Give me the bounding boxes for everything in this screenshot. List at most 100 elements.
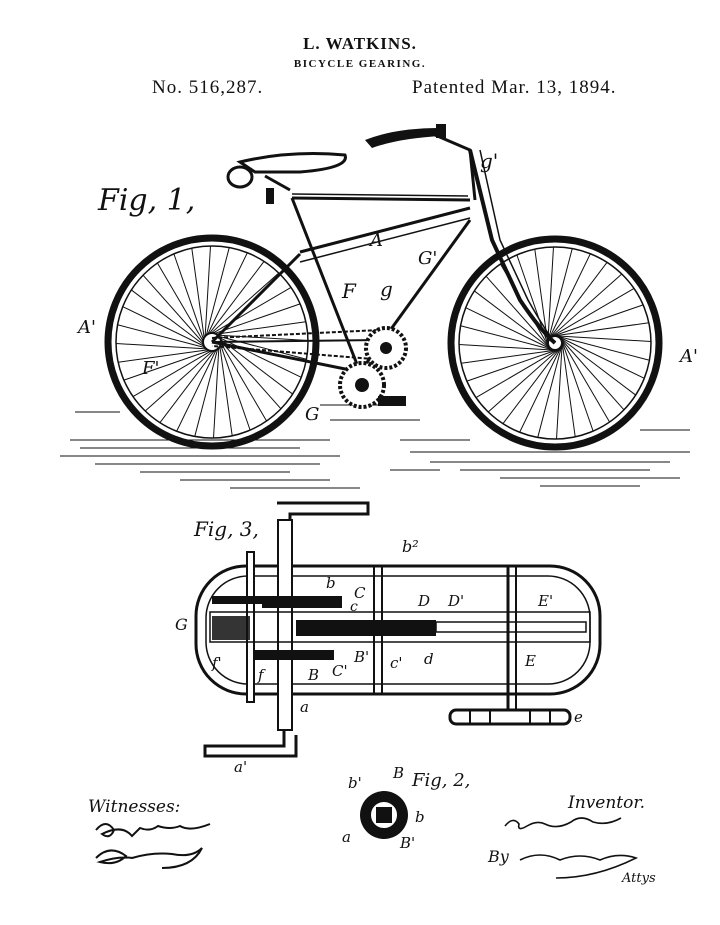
- signatures: Witnesses: Inventor. By Attys: [88, 793, 656, 886]
- label-F: F: [341, 279, 357, 303]
- spoke: [214, 334, 282, 410]
- spoke: [461, 349, 560, 364]
- label-E-prime: E': [537, 592, 553, 610]
- figure-2-section: Fig, 2, b' B b a B': [342, 764, 470, 852]
- saddle: [226, 152, 347, 204]
- spoke: [118, 348, 217, 363]
- spoke: [474, 290, 554, 352]
- drive-gears: [211, 326, 408, 409]
- patent-date: Patented Mar. 13, 1894.: [412, 77, 617, 98]
- label-A-prime-left: A': [76, 317, 96, 338]
- label-B-prime-fig2: B': [399, 834, 415, 852]
- spoke: [550, 322, 649, 337]
- figure-3-gear-case: Fig, 3, b² b C: [175, 501, 602, 776]
- spoke: [519, 342, 564, 433]
- label-g-prime: g': [480, 149, 498, 173]
- patent-title: BICYCLE GEARING.: [293, 58, 427, 70]
- spoke: [556, 339, 563, 440]
- spoke: [210, 333, 307, 360]
- attys-label: Attys: [621, 871, 656, 886]
- figure-2-label: Fig, 2,: [411, 770, 470, 791]
- label-c: c: [350, 599, 358, 615]
- spoke: [123, 347, 218, 381]
- spoke: [487, 345, 563, 413]
- label-e: e: [574, 708, 583, 726]
- spoke: [546, 248, 573, 345]
- figure-3-label: Fig, 3,: [193, 517, 259, 541]
- label-f: f: [257, 666, 266, 684]
- spoke: [458, 344, 559, 351]
- spoke: [122, 306, 213, 351]
- label-G: G: [305, 404, 319, 425]
- figure-1-bicycle: Fig, 1, A A' A' F F' G G' g g': [60, 124, 698, 489]
- spoke: [460, 325, 557, 352]
- spoke: [203, 252, 248, 343]
- by-label: By: [487, 847, 510, 866]
- label-G-prime: G': [418, 248, 437, 269]
- spoke: [216, 335, 268, 422]
- spoke: [547, 273, 623, 341]
- spoke: [173, 253, 207, 348]
- bicycle-frame: [210, 133, 557, 374]
- label-C-prime: C': [332, 662, 348, 680]
- label-G-fig3: G: [175, 615, 188, 634]
- spoke: [208, 334, 309, 341]
- spoke: [115, 343, 216, 350]
- label-g: g: [380, 277, 393, 301]
- spoke: [556, 334, 636, 396]
- spoke: [546, 253, 591, 344]
- pedal: [448, 708, 572, 726]
- attorney-signature: [519, 854, 639, 879]
- spoke: [204, 245, 211, 346]
- spoke: [549, 304, 644, 338]
- spoke: [551, 335, 652, 342]
- spoke: [191, 248, 206, 347]
- label-b-prime-fig2: b': [348, 774, 362, 792]
- figure-1-label: Fig, 1,: [97, 183, 195, 218]
- label-F-prime: F': [141, 358, 159, 379]
- spoke: [156, 262, 208, 349]
- label-B-prime-fig3: B': [353, 648, 369, 666]
- spoke: [560, 337, 594, 432]
- spoke: [548, 287, 635, 339]
- spoke: [218, 337, 233, 436]
- front-wheel: [447, 235, 663, 451]
- witnesses-label: Witnesses:: [88, 797, 180, 817]
- label-b-fig2: b: [415, 808, 425, 826]
- spoke: [205, 286, 292, 338]
- spoke: [554, 334, 645, 379]
- spoke: [159, 343, 221, 423]
- label-f-prime: f': [211, 654, 222, 672]
- label-E: E: [524, 652, 536, 670]
- spoke: [465, 307, 556, 352]
- patent-number: No. 516,287.: [152, 77, 264, 98]
- ground-shading: [60, 404, 690, 489]
- spoke: [546, 262, 608, 342]
- spoke: [213, 338, 220, 439]
- label-D-prime: D': [447, 592, 464, 610]
- witness-signature-2: [95, 847, 203, 869]
- inventor-signature: [504, 817, 622, 830]
- label-A: A: [368, 230, 383, 251]
- label-d: d: [424, 650, 434, 668]
- label-a: a: [300, 698, 309, 716]
- spoke: [485, 275, 553, 351]
- spoke: [561, 338, 576, 437]
- label-b2: b²: [402, 537, 419, 556]
- spoke: [203, 261, 265, 341]
- label-A-prime-right: A': [678, 346, 698, 367]
- spoke: [204, 272, 280, 340]
- inventor-label: Inventor.: [567, 793, 645, 813]
- spoke: [557, 335, 625, 411]
- label-C: C: [354, 584, 366, 602]
- spoke: [553, 334, 650, 361]
- spoke: [203, 247, 230, 344]
- spoke: [537, 341, 564, 438]
- spoke: [502, 344, 564, 424]
- inventor-name: L. WATKINS.: [303, 34, 417, 53]
- label-D: D: [417, 592, 430, 610]
- label-B-fig3: B: [307, 666, 319, 684]
- spoke: [142, 274, 210, 350]
- label-a-fig2: a: [342, 828, 351, 846]
